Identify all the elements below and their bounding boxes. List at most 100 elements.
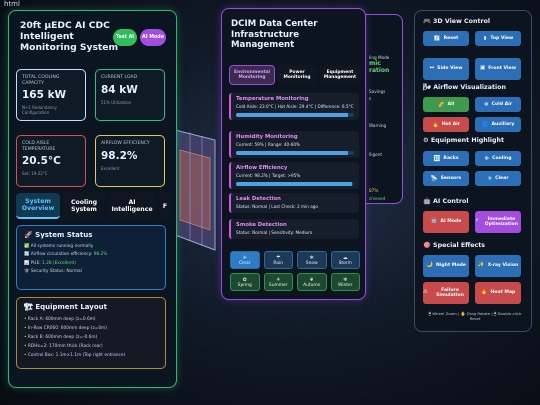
hidden-info-panel: ling Mode mic ration Savings s Warning l… [353,14,403,204]
heat-map-button[interactable]: 🔥Heat Map [475,282,521,304]
season-summer-button[interactable]: ☀Summer [263,273,293,291]
button-label: Heat Map [490,290,516,296]
tab-environmental[interactable]: Environmental Monitoring [229,65,275,85]
racks-button[interactable]: 🗄Racks [423,151,469,166]
section-icon: 🎯 [423,242,434,249]
metric-cooling-capacity: TOTAL COOLING CAPACITY 165 kW N+1 Redund… [16,69,86,121]
weather-season-grid: ☀Clear☂Rain❄Snow☁Storm✿Spring☀Summer❦Aut… [230,251,360,291]
section-icon: 🌬 [423,84,434,91]
section-icon: 🤖 [423,198,434,205]
cold-air-button[interactable]: ❄Cold Air [475,97,521,112]
layout-row: • RDHx=2: 170mm thick (Rack rear) [24,344,103,349]
weather-storm-button[interactable]: ☁Storm [330,251,360,269]
metric-current-load: CURRENT LOAD 84 kW 51% Utilization [95,69,165,121]
snippet: Savings [369,89,386,94]
left-tab-bar: System Overview Cooling System AI Intell… [16,193,174,219]
metric-value: 98.2% [101,149,138,162]
button-label: Summer [268,282,288,288]
racks-icon: 🗄 [433,155,441,162]
button-label: Night Mode [435,263,466,269]
metric-sub: 51% Utilization [101,99,132,105]
ai-mode-icon: 🤖 [430,218,438,225]
humidity-monitor: Humidity Monitoring Current: 59% | Range… [229,131,359,158]
status-row: 🛡 Security Status: Normal [24,269,82,275]
hot-air-button[interactable]: 🔥Hot Air [423,117,469,132]
progress-bar [236,112,354,117]
status-row: 📊 PUE: 1.28 (Excellent) [24,260,76,266]
auxiliary-icon: 🌀 [481,121,489,128]
tab-ai-intelligence[interactable]: AI Intelligence [108,193,156,219]
button-label: Spring [237,282,252,288]
monitor-text: Status: Normal | Last Check: 2 min ago [236,204,318,209]
tab-system-overview[interactable]: System Overview [16,193,60,219]
weather-snow-button[interactable]: ❄Snow [297,251,327,269]
section-heading: 🤖 AI Control [423,198,469,205]
night-mode-button[interactable]: 🌙Night Mode [423,255,469,277]
section-heading: 🌬 Airflow Visualization [423,84,506,91]
top-view-button[interactable]: ⬆Top View [475,31,521,46]
failure-simulation-icon: ⚠ [423,289,428,296]
button-label: Snow [305,260,318,266]
monitor-title: Leak Detection [236,196,281,202]
rocket-icon: 🚀 [24,231,36,239]
storm-icon: ☁ [342,254,348,261]
season-autumn-button[interactable]: ❦Autumn [297,273,327,291]
season-spring-button[interactable]: ✿Spring [230,273,260,291]
scene-3d-view[interactable] [170,110,230,260]
immediate-optimization-icon: ⚡ [475,218,479,225]
smoke-monitor: Smoke Detection Status: Normal | Sensiti… [229,219,359,239]
immediate-optimization-button[interactable]: ⚡Immediate Optimization [475,211,521,233]
tab-cooling-system[interactable]: Cooling System [63,193,105,219]
cooling-button[interactable]: ❄Cooling [475,151,521,166]
temperature-monitor: Temperature Monitoring Cold Aisle: 23.0°… [229,93,359,120]
metric-value: 165 kW [22,89,67,101]
tab-equipment[interactable]: Equipment Management [319,65,361,85]
metric-airflow-efficiency: AIRFLOW EFFICIENCY 98.2% Excellent [95,135,165,187]
metric-label: COLD AISLE TEMPERATURE [22,141,56,152]
season-winter-button[interactable]: ❄Winter [330,273,360,291]
all-icon: 🌈 [437,101,445,108]
failure-simulation-button[interactable]: ⚠Failure Simulation [423,282,469,304]
layout-row: • Rack A: 600mm deep (z=0.6m) [24,317,96,322]
auxiliary-button[interactable]: 🌀Auxiliary [475,117,521,132]
all-button[interactable]: 🌈All [423,97,469,112]
weather-rain-button[interactable]: ☂Rain [263,251,293,269]
heat-map-icon: 🔥 [480,289,488,296]
x-ray-vision-button[interactable]: ✨X-ray Vision [475,255,521,277]
button-label: Winter [338,282,353,288]
weather-clear-button[interactable]: ☀Clear [230,251,260,269]
clear-button[interactable]: ✳Clear [475,171,521,186]
layout-heading: 🏗 Equipment Layout [24,303,107,311]
front-view-button[interactable]: ▣Front View [475,58,521,80]
reset-button[interactable]: 🔄Reset [423,31,469,46]
layout-row: • In-Row CR060: 600mm deep (z=0m) [24,326,107,331]
metric-value: 84 kW [101,83,138,96]
tab-more[interactable]: F [159,193,171,219]
monitoring-panel: 20ft μEDC AI CDC Intelligent Monitoring … [8,10,177,388]
metric-label: AIRFLOW EFFICIENCY [101,141,150,146]
spring-icon: ✿ [242,276,247,283]
side-view-button[interactable]: ↔Side View [423,58,469,80]
button-label: X-ray Vision [487,263,519,269]
button-label: Side View [437,66,463,72]
layout-row: • Control Box: 1.1m×1.1m (Top right entr… [24,353,126,358]
button-label: Rain [273,260,284,266]
snippet: ration [369,67,390,74]
sensors-button[interactable]: 📡Sensors [423,171,469,186]
button-label: All [447,102,455,107]
ai-mode-button[interactable]: 🤖AI Mode [423,211,469,233]
monitor-title: Smoke Detection [236,222,287,228]
tab-power[interactable]: Power Monitoring [277,65,317,85]
sensors-icon: 📡 [430,175,438,182]
ai-mode-button[interactable]: AI Mode [140,29,166,46]
metric-cold-aisle-temp: COLD AISLE TEMPERATURE 20.5°C Set: 19-22… [16,135,86,187]
section-icon: ⚙ [423,137,431,144]
clear-icon: ☀ [242,254,247,261]
rain-icon: ☂ [276,254,281,261]
section-heading: 🎯 Special Effects [423,242,486,249]
test-ai-button[interactable]: Test AI [113,29,137,46]
button-label: Cooling [492,156,512,161]
side-view-icon: ↔ [429,65,435,72]
status-heading: 🚀 System Status [24,231,93,239]
button-label: Top View [490,36,514,41]
